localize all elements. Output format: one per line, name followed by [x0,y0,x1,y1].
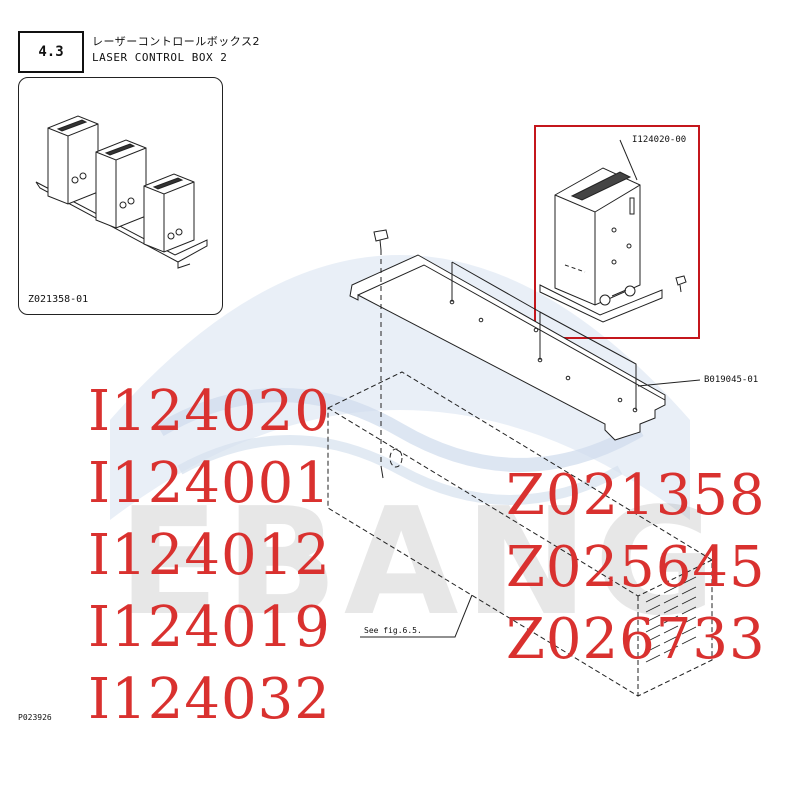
section-number: 4.3 [38,44,64,60]
see-fig-leader [360,594,473,638]
section-number-box: 4.3 [18,31,84,73]
laser-module-drawing [539,139,687,323]
section-title-en: LASER CONTROL BOX 2 [92,51,228,64]
code-left-4: I124019 [88,595,331,660]
overview-drawing [35,115,208,269]
code-left-1: I124020 [88,379,331,444]
watermark-wave-2 [177,435,623,505]
bracket-number-label: B019045-01 [704,375,759,385]
code-left-2: I124001 [88,451,331,516]
code-left-5: I124032 [88,667,331,732]
vent-grid [645,576,697,663]
code-right-2: Z025645 [506,535,766,600]
overview-label: Z021358-01 [28,294,89,305]
bracket-drawing [349,254,701,441]
screw-drawing [373,229,389,479]
watermark-wave [156,388,644,472]
see-fig-label: See fig.6.5. [364,626,422,635]
watermark-arc [110,255,690,520]
code-left-3: I124012 [88,523,331,588]
section-title-jp: レーザーコントロールボックス2 [92,35,260,48]
part-number-label: I124020-00 [632,135,687,145]
code-right-1: Z021358 [506,463,766,528]
part-highlight-box [534,125,700,339]
cover-box-drawing [327,371,713,697]
figure-id-label: P023926 [18,713,52,722]
overview-panel [18,77,223,315]
code-right-3: Z026733 [506,607,766,672]
watermark-text: EBANG [118,476,722,648]
